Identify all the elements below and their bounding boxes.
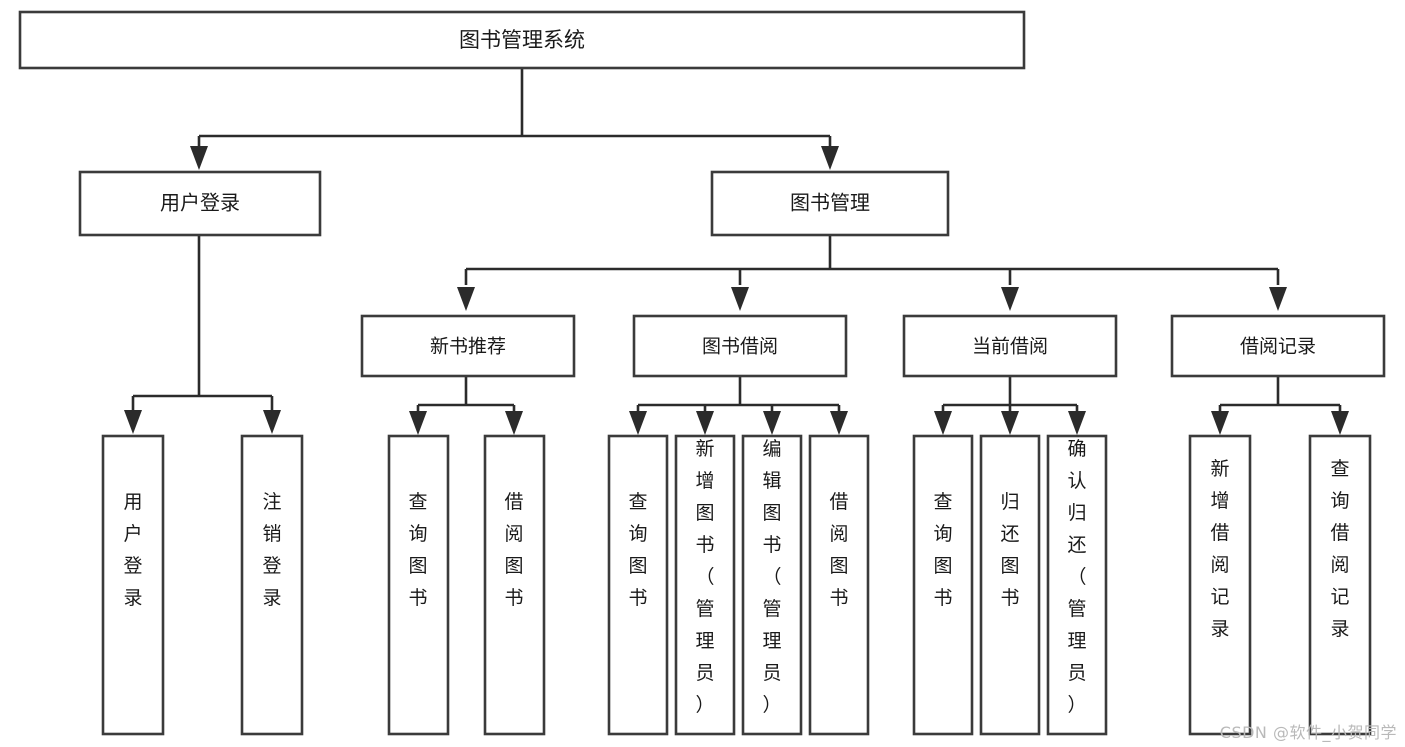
leaf-user-login-box[interactable] [101, 434, 165, 736]
arrow-icon-leaf-query-book-1 [409, 411, 427, 435]
leaf-add-book-box[interactable] [674, 434, 736, 736]
node-book-borrow[interactable]: 图书借阅 [632, 314, 848, 378]
node-book-borrow-box[interactable] [632, 314, 848, 378]
leaf-borrow-book-1-box[interactable] [483, 434, 546, 736]
node-new-book-recommend-label: 新书推荐 [430, 336, 506, 358]
leaf-query-book-1-label: 查询图书 [408, 491, 427, 609]
arrow-icon-leaf-query-book-2 [629, 411, 647, 435]
arrow-icon-leaf-query-record [1331, 411, 1349, 435]
arrow-icon-leaf-confirm-return [1068, 411, 1086, 435]
leaf-add-record-label: 新增借阅记录 [1210, 458, 1229, 640]
leaf-node-query-book-3[interactable]: 查询图书 [912, 434, 974, 736]
node-user-login[interactable]: 用户登录 [78, 170, 322, 237]
node-borrow-record[interactable]: 借阅记录 [1170, 314, 1386, 378]
leaf-return-book-box[interactable] [979, 434, 1041, 736]
arrow-icon-leaf-add-book [696, 411, 714, 435]
arrow-icon-current-borrow [1001, 287, 1019, 311]
leaf-node-borrow-book-1[interactable]: 借阅图书 [483, 434, 546, 736]
edge-group-book-management-to-level2 [457, 235, 1287, 311]
arrow-icon-borrow-record [1269, 287, 1287, 311]
leaf-query-record-label: 查询借阅记录 [1330, 458, 1349, 640]
node-book-management-label: 图书管理 [790, 191, 870, 215]
leaf-logout-login-label: 注销登录 [262, 491, 281, 609]
leaf-add-record-box[interactable] [1188, 434, 1252, 736]
watermark: CSDN @软件_小贺同学 [1219, 723, 1397, 742]
arrow-icon-book-borrow [731, 287, 749, 311]
leaf-query-book-3-label: 查询图书 [933, 491, 952, 609]
leaf-node-return-book[interactable]: 归还图书 [979, 434, 1041, 736]
node-new-book-recommend-box[interactable] [360, 314, 576, 378]
node-current-borrow[interactable]: 当前借阅 [902, 314, 1118, 378]
leaf-confirm-return-label: 确认归还（管理员） [1067, 438, 1086, 716]
arrow-icon-leaf-return-book [1001, 411, 1019, 435]
leaf-logout-login-box[interactable] [240, 434, 304, 736]
leaf-user-login-label: 用户登录 [123, 491, 142, 609]
node-root-box[interactable] [18, 10, 1026, 70]
node-book-borrow-label: 图书借阅 [702, 336, 778, 358]
leaf-node-logout-login[interactable]: 注销登录 [240, 434, 304, 736]
edge-group-current-borrow-to-leaves [934, 375, 1086, 435]
leaf-query-book-1-box[interactable] [387, 434, 450, 736]
leaf-return-book-label: 归还图书 [1000, 491, 1019, 609]
leaf-confirm-return-box[interactable] [1046, 434, 1108, 736]
leaf-edit-book-label: 编辑图书（管理员） [762, 438, 781, 716]
leaf-borrow-book-2-box[interactable] [808, 434, 870, 736]
node-current-borrow-label: 当前借阅 [972, 336, 1048, 358]
leaf-node-query-record[interactable]: 查询借阅记录 [1308, 434, 1372, 736]
edge-group-user-login-to-leaves [124, 235, 281, 434]
edge-group-borrow-record-to-leaves [1211, 375, 1349, 435]
leaf-node-add-book[interactable]: 新增图书（管理员） [674, 434, 736, 736]
leaf-edit-book-box[interactable] [741, 434, 803, 736]
leaf-node-edit-book[interactable]: 编辑图书（管理员） [741, 434, 803, 736]
node-user-login-label: 用户登录 [160, 191, 240, 215]
node-user-login-box[interactable] [78, 170, 322, 237]
node-borrow-record-label: 借阅记录 [1240, 336, 1316, 358]
leaf-query-book-2-box[interactable] [607, 434, 669, 736]
leaf-node-query-book-2[interactable]: 查询图书 [607, 434, 669, 736]
leaf-add-book-label: 新增图书（管理员） [695, 438, 714, 716]
node-book-management[interactable]: 图书管理 [710, 170, 950, 237]
node-borrow-record-box[interactable] [1170, 314, 1386, 378]
leaf-borrow-book-1-label: 借阅图书 [504, 491, 523, 609]
arrow-icon-to-book-management [821, 146, 839, 170]
node-book-management-box[interactable] [710, 170, 950, 237]
arrow-icon-leaf-borrow-book-2 [830, 411, 848, 435]
arrow-icon-leaf-logout-login [263, 410, 281, 434]
arrow-icon-leaf-edit-book [763, 411, 781, 435]
edge-group-new-book-recommend-to-leaves [409, 375, 523, 435]
arrow-icon-leaf-user-login [124, 410, 142, 434]
edge-group-book-borrow-to-leaves [629, 375, 848, 435]
leaf-node-query-book-1[interactable]: 查询图书 [387, 434, 450, 736]
arrow-icon-to-user-login [190, 146, 208, 170]
node-current-borrow-box[interactable] [902, 314, 1118, 378]
leaf-node-confirm-return[interactable]: 确认归还（管理员） [1046, 434, 1108, 736]
leaf-node-add-record[interactable]: 新增借阅记录 [1188, 434, 1252, 736]
node-new-book-recommend[interactable]: 新书推荐 [360, 314, 576, 378]
leaf-node-borrow-book-2[interactable]: 借阅图书 [808, 434, 870, 736]
leaf-borrow-book-2-label: 借阅图书 [829, 491, 848, 609]
leaf-query-book-3-box[interactable] [912, 434, 974, 736]
leaf-node-user-login[interactable]: 用户登录 [101, 434, 165, 736]
leaf-query-record-box[interactable] [1308, 434, 1372, 736]
leaf-query-book-2-label: 查询图书 [628, 491, 647, 609]
node-root-label: 图书管理系统 [459, 28, 585, 52]
arrow-icon-leaf-borrow-book-1 [505, 411, 523, 435]
node-root[interactable]: 图书管理系统 [18, 10, 1026, 70]
edge-group-root-to-level1 [190, 68, 839, 170]
arrow-icon-new-book-recommend [457, 287, 475, 311]
arrow-icon-leaf-add-record [1211, 411, 1229, 435]
arrow-icon-leaf-query-book-3 [934, 411, 952, 435]
